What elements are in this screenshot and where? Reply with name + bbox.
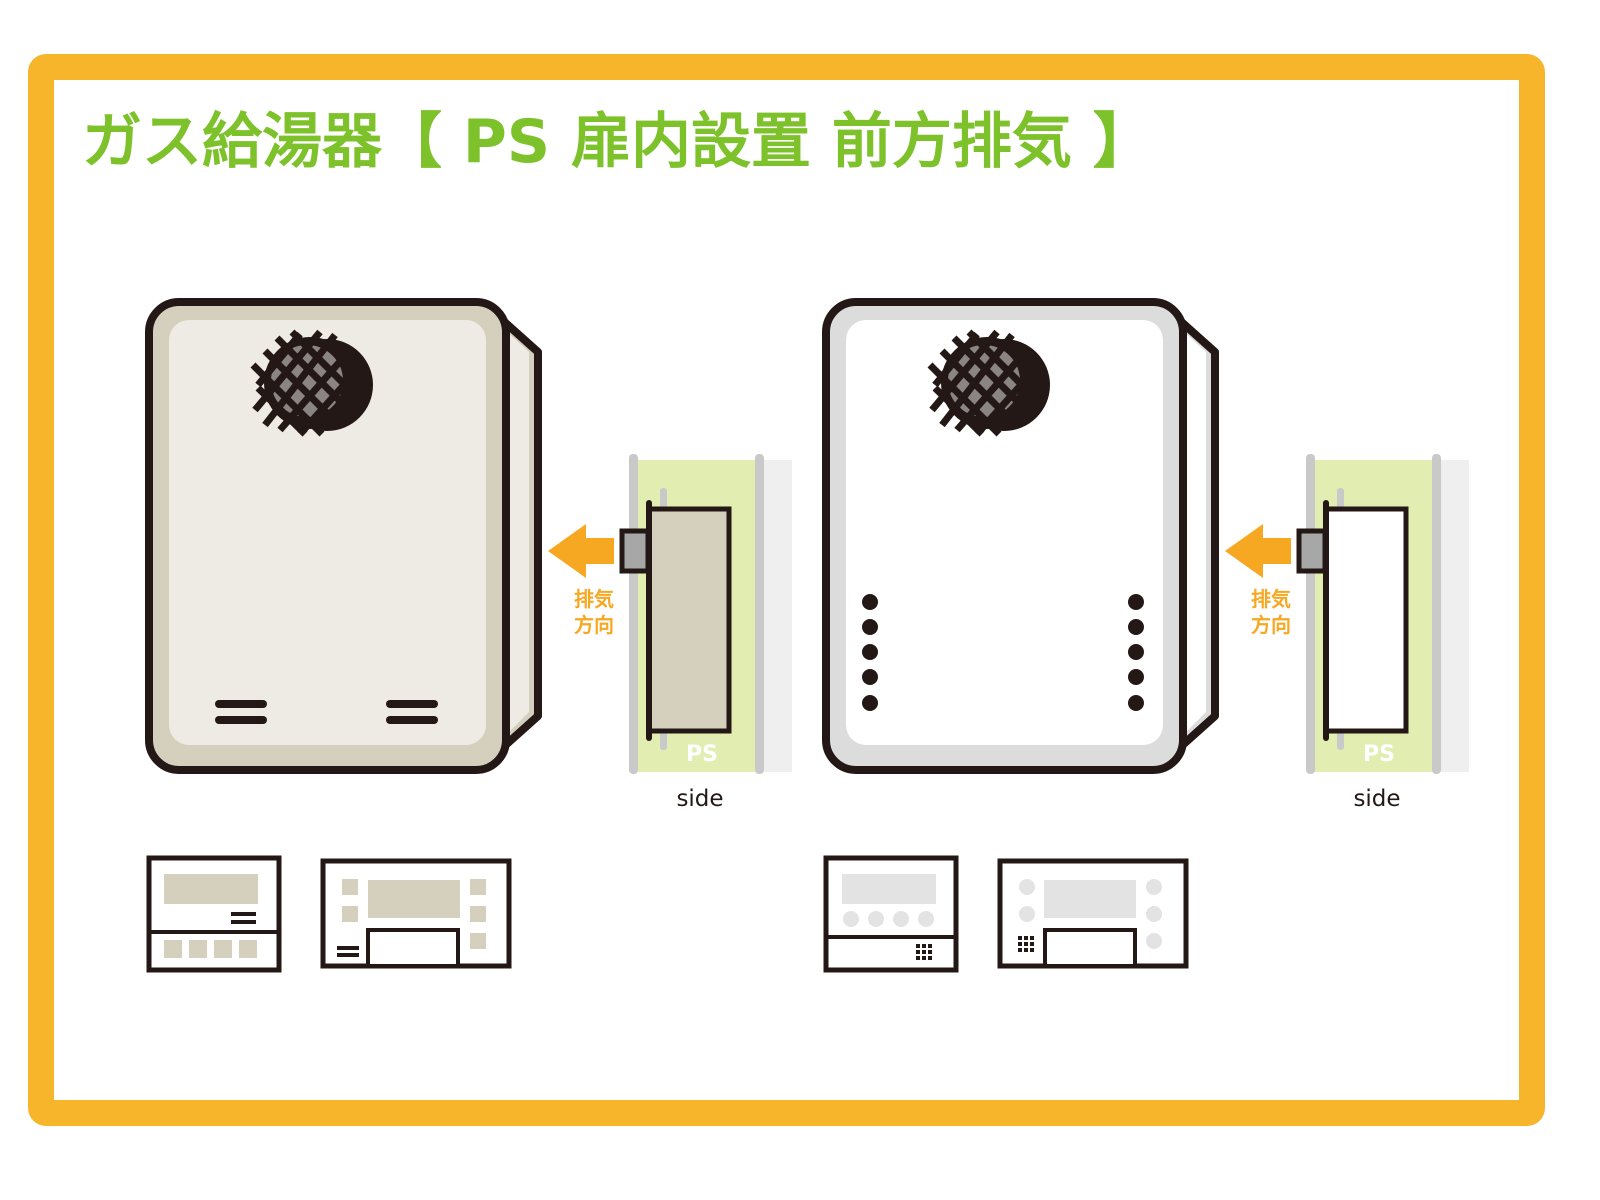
keypad-icon [1018,936,1034,952]
keypad-icon [916,944,932,960]
exhaust-vent-icon [250,329,373,437]
white-water-heater [822,298,1219,774]
intake-slot-icon [215,700,438,724]
remote-controller-right-large [997,858,1189,969]
remote-controller-left-large [320,858,512,969]
exhaust-label-line2: 方向 [574,613,614,637]
exhaust-label-line2: 方向 [1251,613,1291,637]
side-view-right: 排気 方向 PS side [1225,454,1469,812]
side-label: side [1353,786,1400,812]
side-label: side [676,786,723,812]
remote-controller-right-small [823,855,959,973]
exhaust-arrow-icon [548,524,614,578]
ps-label: PS [686,742,718,767]
exhaust-arrow-icon [1225,524,1291,578]
remote-controller-left-small [146,855,282,973]
side-view-left: 排気 方向 PS side [548,454,792,812]
ps-label: PS [1363,742,1395,767]
exhaust-vent-icon [927,329,1050,437]
page-title: ガス給湯器【 PS 扉内設置 前方排気 】 [82,107,1153,177]
exhaust-label-line1: 排気 [1251,587,1291,611]
intake-dots-icon [862,594,1144,711]
exhaust-label-line1: 排気 [574,587,614,611]
beige-water-heater [145,298,542,774]
